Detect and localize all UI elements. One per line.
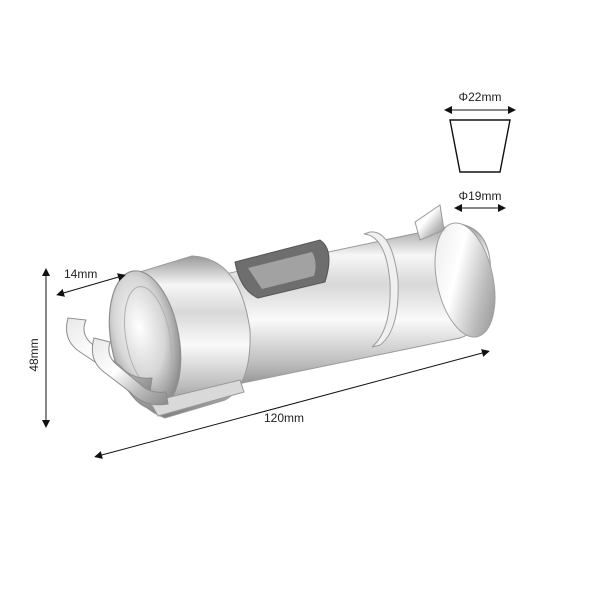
height-dimension: 48mm (27, 268, 50, 428)
section-diagram: Φ22mm Φ19mm (444, 90, 516, 212)
top-clip (414, 204, 445, 241)
taper-outline (449, 119, 511, 173)
slot-inner-highlight (248, 252, 316, 289)
length-arrow (94, 349, 490, 459)
length-dimension: 120mm (94, 349, 490, 459)
shower-holder-body (66, 204, 496, 419)
depth-arrow (56, 273, 126, 297)
bottom-diameter-label: Φ19mm (459, 189, 502, 203)
height-label: 48mm (27, 338, 41, 371)
depth-label: 14mm (64, 267, 97, 281)
depth-dimension: 14mm (56, 267, 126, 297)
right-end-cap (434, 222, 496, 338)
ring-band (363, 231, 399, 348)
top-diameter-label: Φ22mm (459, 90, 502, 104)
length-label: 120mm (264, 411, 304, 425)
